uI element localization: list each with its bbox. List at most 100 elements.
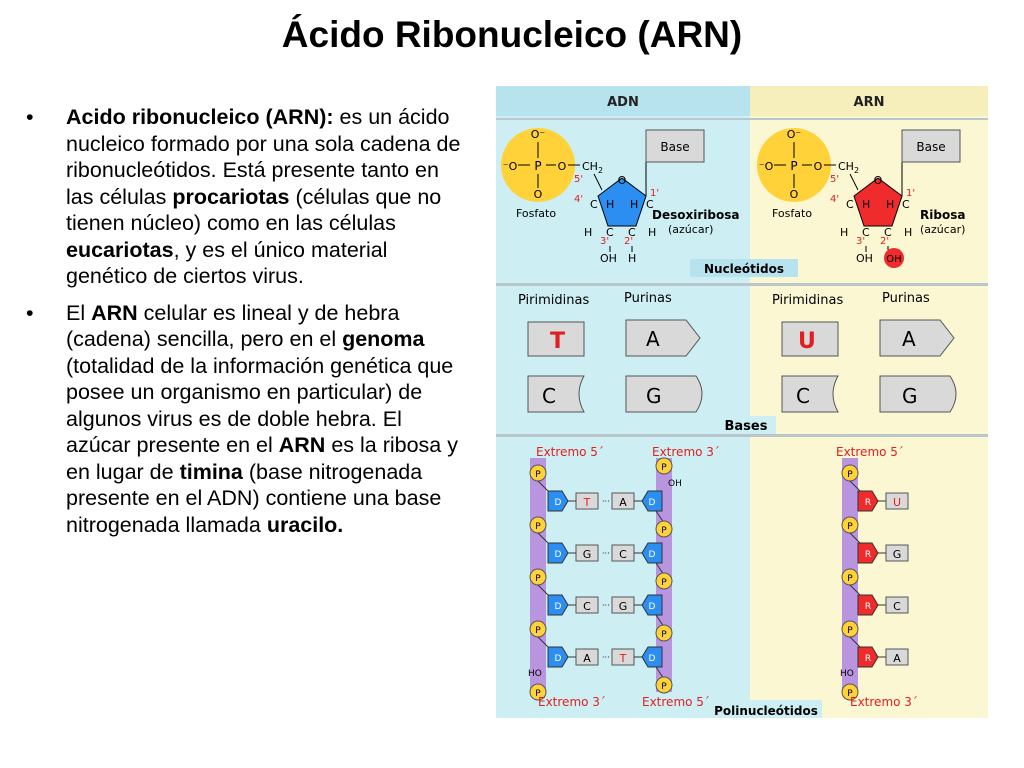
header-arn: ARN [854, 95, 885, 110]
text-run: (células que no tienen núcleo) como en l… [66, 184, 442, 236]
svg-text:O: O [558, 160, 567, 173]
sugar-name-adn: Desoxiribosa [652, 208, 739, 222]
svg-text:Extremo 3´: Extremo 3´ [850, 695, 918, 709]
svg-text:C: C [590, 198, 598, 211]
phosphate-node [655, 624, 673, 642]
bullet-dot: • [26, 300, 34, 325]
svg-text:P: P [661, 463, 667, 473]
bullet-item-arn-structure: • El ARN celular es lineal y de hebra (c… [26, 300, 466, 539]
phosphate-label: Fosfato [516, 207, 556, 220]
svg-text:R: R [865, 602, 871, 612]
svg-text:H: H [606, 198, 614, 211]
base-node [575, 648, 599, 666]
svg-text:P: P [534, 159, 541, 173]
svg-text:P: P [661, 526, 667, 536]
svg-text:C: C [846, 198, 854, 211]
bases-section: Pirimidinas Purinas Pirimidinas Purinas … [518, 291, 957, 434]
svg-text:2': 2' [880, 236, 889, 247]
svg-text:T: T [619, 652, 627, 665]
svg-text:P: P [661, 682, 667, 692]
svg-text:Base: Base [916, 140, 945, 154]
sugar-node [547, 646, 569, 668]
svg-text:Purinas: Purinas [882, 291, 930, 306]
bases-label: Bases [725, 419, 768, 434]
bullet-list: • Acido ribonucleico (ARN): es un ácido … [26, 104, 466, 548]
phosphate-node [529, 683, 547, 701]
svg-text:CH2: CH2 [838, 160, 859, 175]
svg-text:P: P [661, 630, 667, 640]
svg-text:Purinas: Purinas [624, 291, 672, 306]
svg-text:O⁻: O⁻ [531, 128, 546, 141]
sugar-node [547, 542, 569, 564]
svg-text:H: H [904, 226, 912, 239]
header-adn-bar [496, 86, 750, 116]
svg-text:P: P [847, 470, 853, 480]
svg-text:OH: OH [886, 254, 901, 265]
base-guanine [879, 375, 957, 413]
text-run: (totalidad de la información genética qu… [66, 353, 454, 458]
svg-text:D: D [649, 602, 656, 612]
svg-text:G: G [583, 548, 592, 561]
sugar-node [857, 594, 879, 616]
header-adn: ADN [607, 95, 639, 110]
text-run: es un ácido nucleico formado por una sol… [66, 105, 461, 209]
base-node [575, 544, 599, 562]
svg-text:O: O [790, 188, 799, 201]
svg-text:CH2: CH2 [582, 160, 603, 175]
base-cytosine [781, 375, 839, 413]
sugar-node [641, 594, 663, 616]
svg-text:D: D [555, 654, 562, 664]
svg-text:A: A [902, 327, 916, 351]
base-node [885, 596, 909, 614]
bold-term: ARN [91, 300, 138, 325]
phosphate-node [655, 457, 673, 475]
base-node [575, 596, 599, 614]
svg-text:Pirimidinas: Pirimidinas [772, 293, 843, 308]
sugar-name-arn: Ribosa [920, 208, 965, 222]
svg-text:···: ··· [602, 497, 610, 506]
svg-text:Extremo 5´: Extremo 5´ [836, 445, 904, 459]
phosphate-node [655, 572, 673, 590]
svg-text:P: P [847, 574, 853, 584]
sugar-node [857, 542, 879, 564]
svg-text:D: D [649, 498, 656, 508]
svg-text:⁻O: ⁻O [759, 160, 774, 173]
svg-text:C: C [583, 600, 591, 613]
svg-text:Extremo 5´: Extremo 5´ [536, 445, 604, 459]
svg-text:C: C [542, 384, 556, 408]
svg-text:···: ··· [602, 549, 610, 558]
svg-text:1': 1' [906, 188, 915, 199]
bullet-dot: • [26, 105, 34, 129]
sugar-node [641, 542, 663, 564]
bold-term: ARN [278, 433, 326, 457]
phosphate-label: Fosfato [772, 207, 812, 220]
bold-term: procariotas [172, 184, 290, 209]
svg-text:C: C [884, 226, 892, 239]
svg-text:P: P [847, 522, 853, 532]
svg-text:P: P [535, 470, 541, 480]
svg-text:⁻O: ⁻O [503, 160, 518, 173]
slide-title: Ácido Ribonucleico (ARN) [281, 14, 743, 55]
svg-text:P: P [535, 522, 541, 532]
base-node [575, 492, 599, 510]
text-run: es la ribosa y en lugar de [66, 433, 458, 484]
sugar-node [641, 646, 663, 668]
svg-text:HO: HO [528, 669, 542, 679]
svg-text:H: H [648, 226, 656, 239]
phosphate-node [841, 683, 859, 701]
svg-text:H: H [886, 198, 894, 211]
svg-text:G: G [893, 548, 902, 561]
svg-text:P: P [847, 689, 853, 699]
sugar-node [547, 490, 569, 512]
svg-text:Base: Base [660, 140, 689, 154]
svg-text:Extremo 3´: Extremo 3´ [652, 445, 720, 459]
svg-text:C: C [619, 548, 627, 561]
svg-text:P: P [847, 626, 853, 636]
base-adenine [625, 319, 701, 357]
svg-text:D: D [555, 602, 562, 612]
svg-text:C: C [606, 226, 614, 239]
svg-text:O: O [618, 174, 627, 187]
svg-text:2': 2' [624, 236, 633, 247]
svg-text:O: O [874, 174, 883, 187]
